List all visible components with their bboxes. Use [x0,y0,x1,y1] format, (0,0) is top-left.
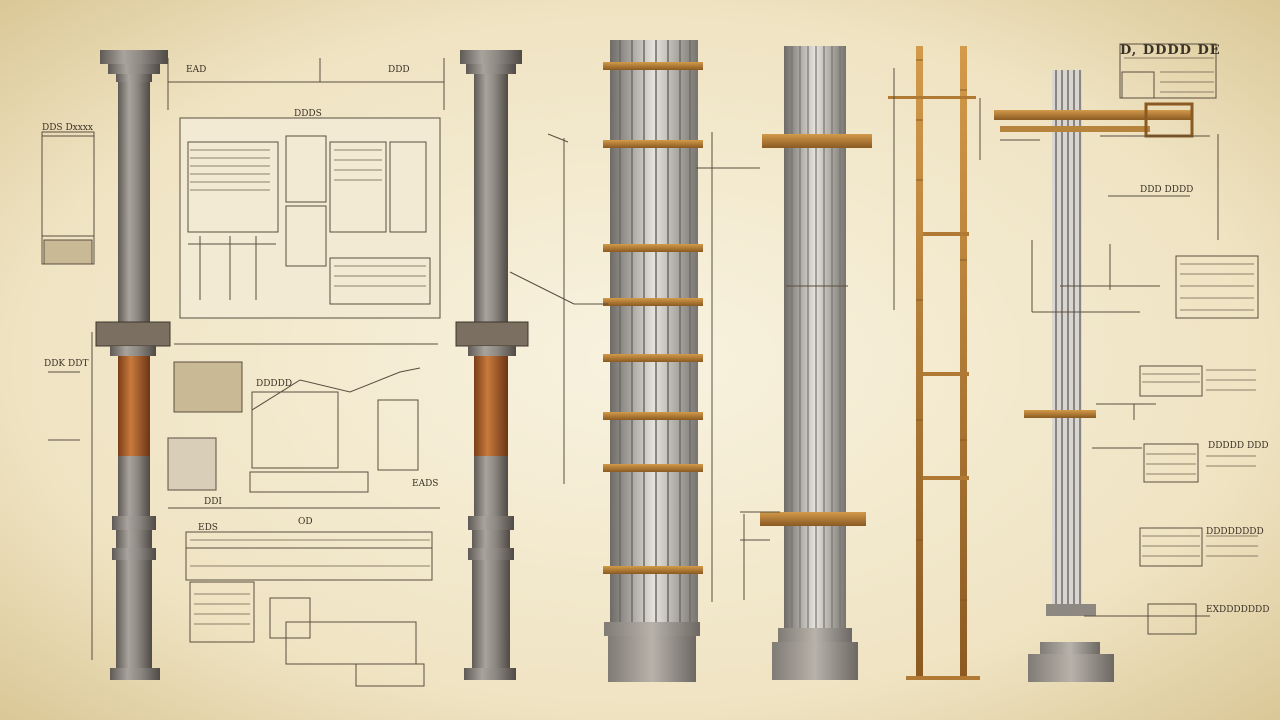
stone-column-1 [95,50,171,680]
annotation-text-lines [190,57,1258,625]
right-label-c: DDDDDDDD [1206,527,1264,537]
dimension-label-a: EAD [186,65,207,75]
grooved-column-with-clamps [760,46,872,680]
technical-drawing-panels [41,43,1259,687]
panel-header-label: DDDS [294,109,322,119]
right-label-b: DDDDD DDD [1208,441,1269,451]
bottom-dimension-b: DDI [204,497,222,507]
right-label-a: DDD DDDD [1140,185,1194,195]
bottom-dimension-c: EADS [412,479,439,489]
fluted-column-with-bands [603,40,703,682]
left-mid-label: DDK DDT [44,359,89,369]
right-label-d: EXDDDDDDD [1206,605,1270,615]
timber-ladder-frame [888,46,980,680]
mid-caption-label: DDDDD [256,379,293,389]
top-right-title: D, DDDD DE [1120,43,1221,58]
steel-rod-column [994,70,1194,682]
stone-column-2 [455,50,529,680]
dimension-label-b: DDD [388,65,410,75]
table-label: EDS [198,523,218,533]
bottom-dimension-a: OD [298,517,313,527]
left-legend-label: DDS Dxxxx [42,123,93,133]
